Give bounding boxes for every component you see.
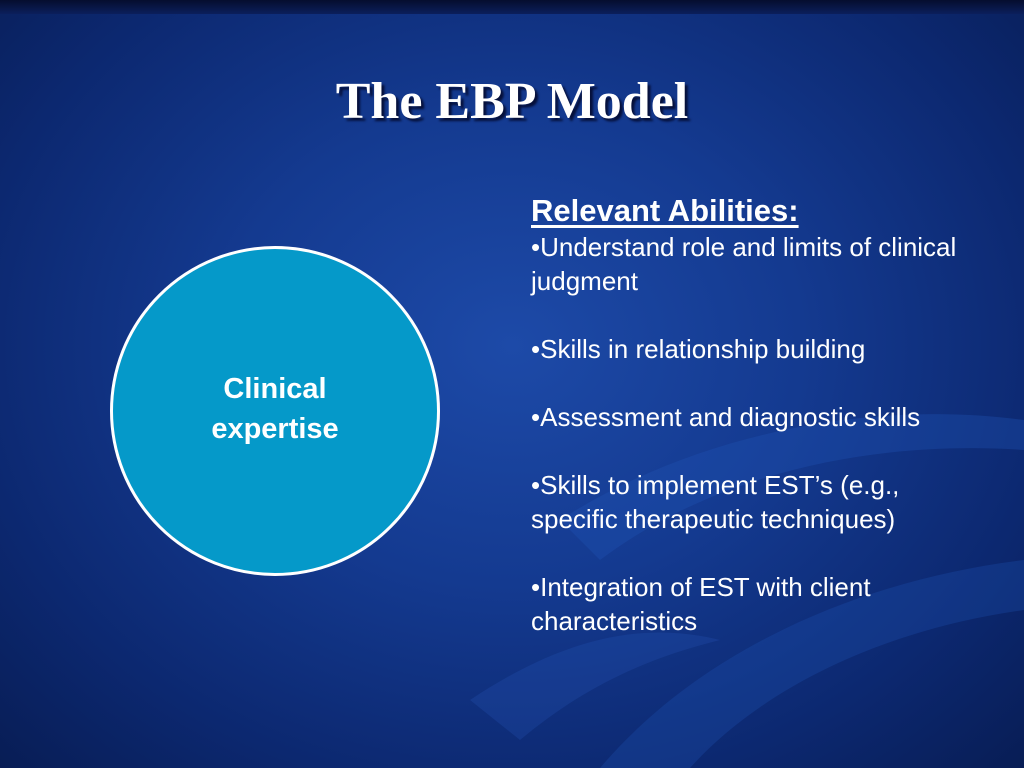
ability-list: •Understand role and limits of clinical … [531,230,971,638]
abilities-heading: Relevant Abilities: [531,193,799,228]
relevant-abilities-panel: Relevant Abilities: •Understand role and… [531,192,971,638]
circle-label: Clinical expertise [211,373,339,445]
ability-item-4: •Skills to implement EST’s (e.g., specif… [531,470,900,534]
slide-title: The EBP Model [335,73,689,130]
ability-item-5: •Integration of EST with client characte… [531,572,871,636]
clinical-expertise-circle: Clinical expertise [110,246,440,576]
ability-item-2: •Skills in relationship building [531,334,866,364]
ability-item-1: •Understand role and limits of clinical … [531,232,957,296]
top-bar [0,0,1024,14]
ability-item-3: •Assessment and diagnostic skills [531,402,921,432]
